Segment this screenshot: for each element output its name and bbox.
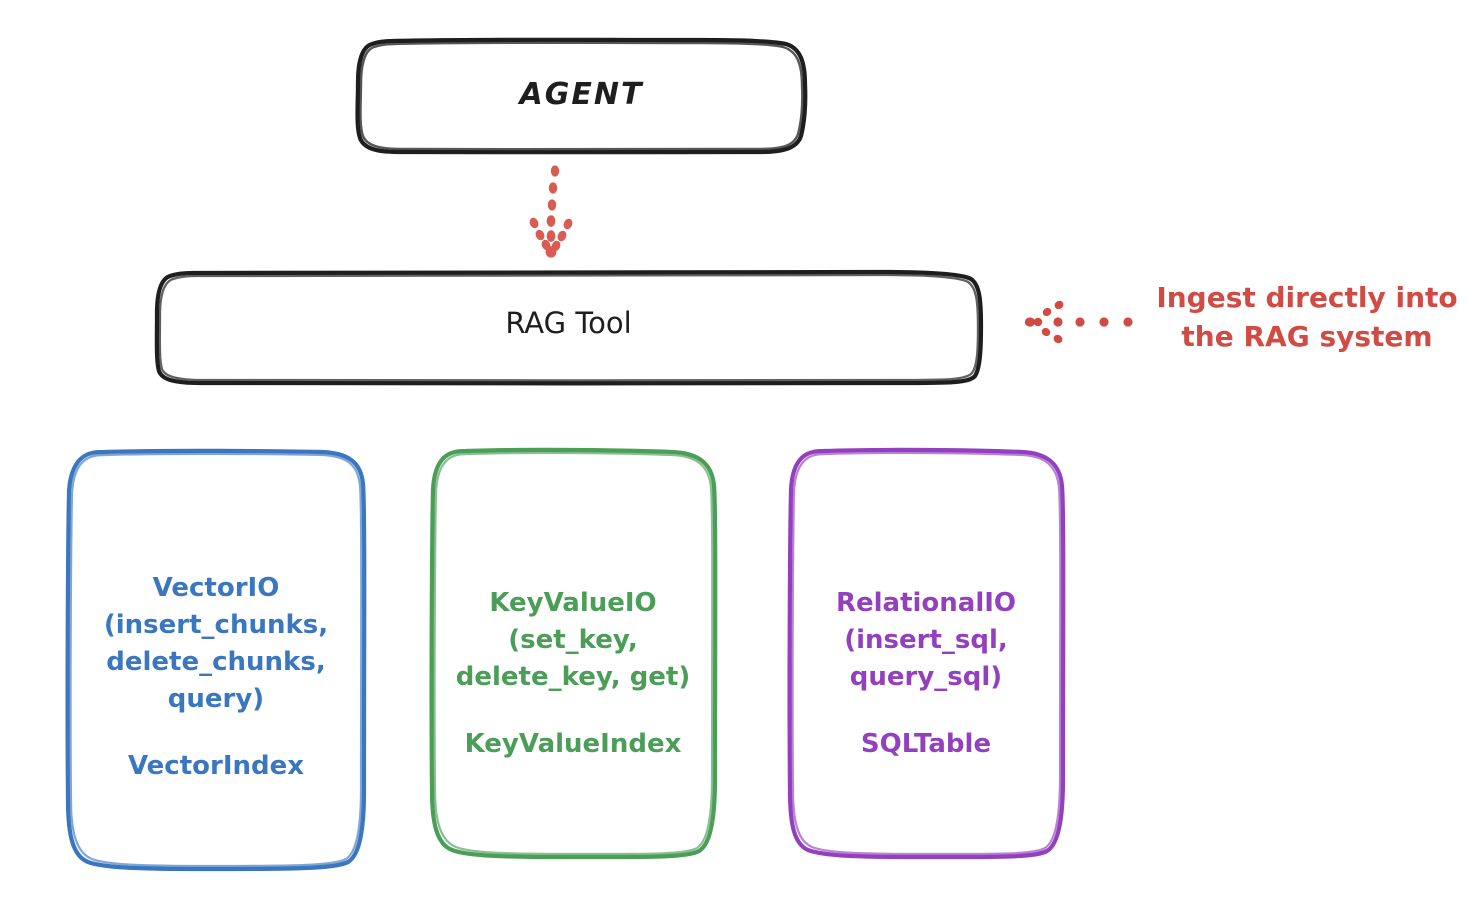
rag-tool-box-outline (154, 269, 984, 386)
vector-io-box-outline-secondary (69, 452, 363, 868)
key-value-io-box-outline (429, 447, 718, 860)
agent-to-rag-tool-arrow (529, 165, 573, 258)
key-value-io-node[interactable] (429, 447, 718, 860)
ingest-note-arrow (1024, 300, 1133, 344)
relational-io-box-outline (787, 447, 1066, 860)
vector-io-box-outline (65, 448, 367, 872)
relational-io-node[interactable] (787, 447, 1066, 860)
agent-node[interactable] (355, 37, 808, 155)
agent-box-outline-secondary (359, 41, 804, 151)
vector-io-node[interactable] (65, 448, 367, 872)
agent-box-outline (355, 37, 808, 155)
relational-io-box-outline-secondary (791, 451, 1062, 856)
rag-tool-box-outline-secondary (158, 273, 980, 382)
key-value-io-box-outline-secondary (433, 451, 714, 856)
rag-tool-node[interactable] (154, 269, 984, 386)
